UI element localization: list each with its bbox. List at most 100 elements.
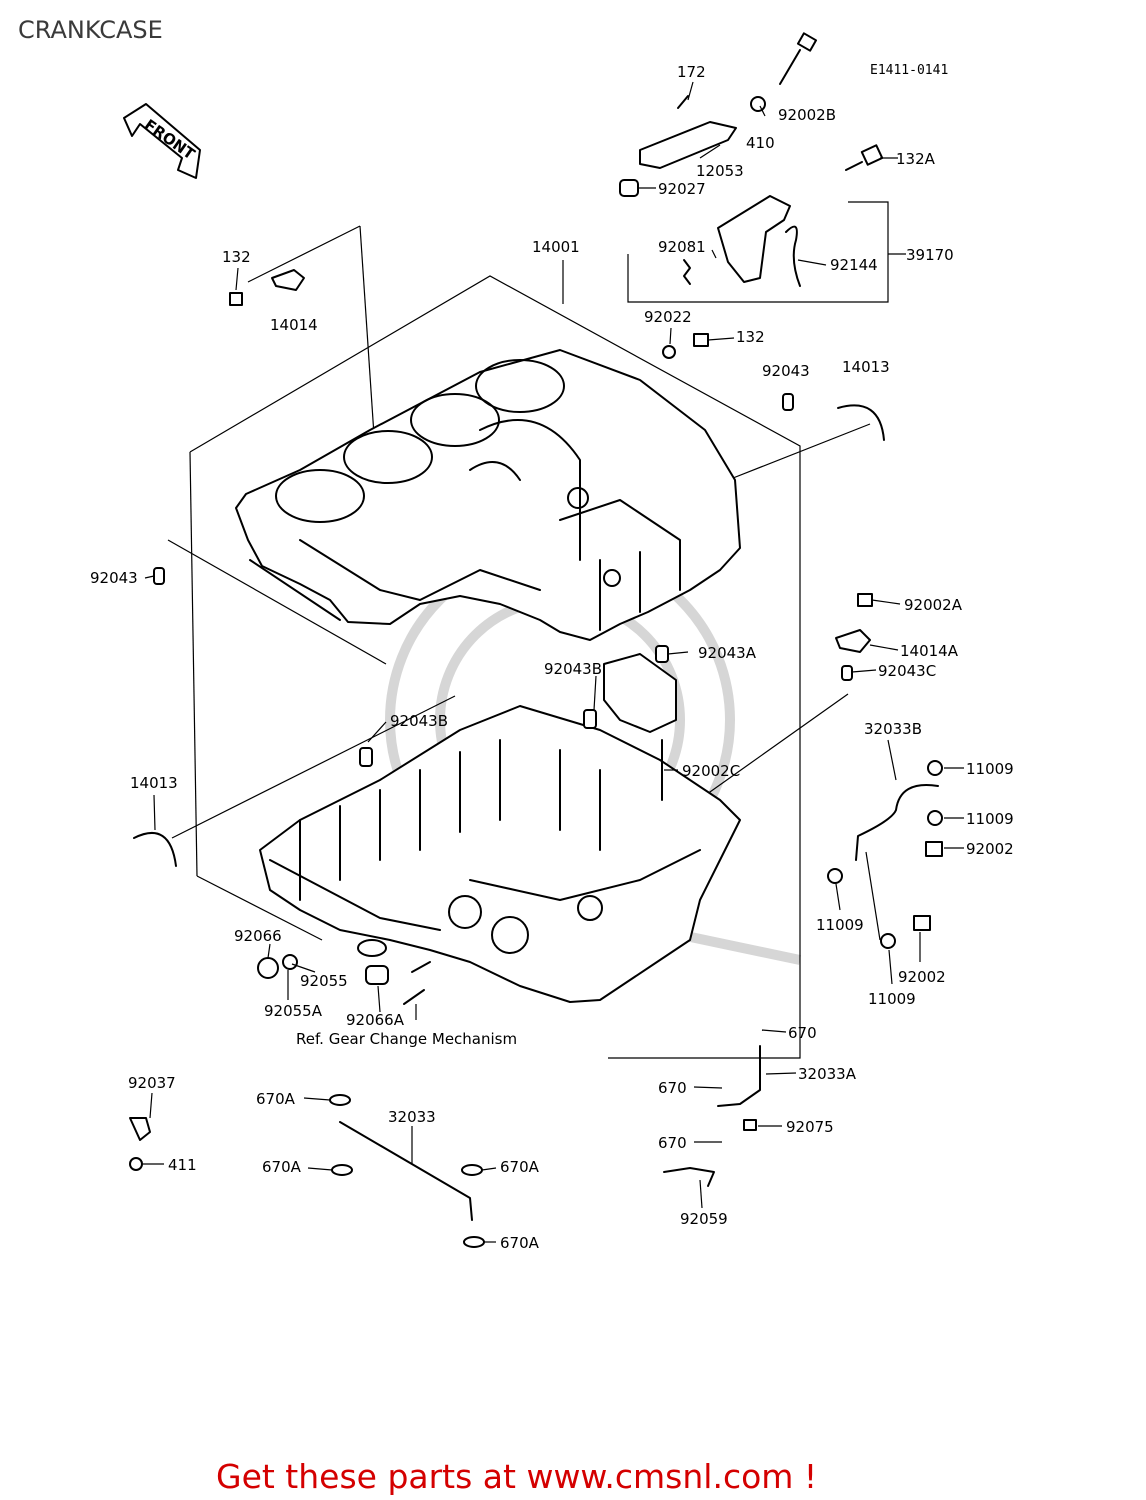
washer-icon [827,868,843,884]
oil-pipe-icon [855,784,939,861]
part-label[interactable]: 11009 [966,810,1014,828]
bearing-cap-icon [603,653,677,733]
part-label[interactable]: 11009 [816,916,864,934]
part-label[interactable]: 92043 [762,362,810,380]
plate-icon [835,629,871,653]
part-label[interactable]: 14014 [270,316,318,334]
plate-icon [271,269,305,291]
part-label[interactable]: 92066 [234,927,282,945]
stopper-assembly-icon [717,195,791,283]
part-label[interactable]: 92037 [128,1074,176,1092]
spring-icon [785,225,801,287]
o-ring-icon [463,1236,485,1248]
washer-icon [927,760,943,776]
part-label[interactable]: 670 [658,1079,687,1097]
part-label[interactable]: 14013 [842,358,890,376]
part-label[interactable]: 92055 [300,972,348,990]
dowel-icon [583,709,597,729]
part-label[interactable]: 92043C [878,662,936,680]
part-label[interactable]: 92022 [644,308,692,326]
diagram-code: E1411-0141 [870,63,948,78]
clamp-icon [129,1117,151,1141]
part-label[interactable]: 132 [222,248,251,266]
spring-icon [683,259,691,285]
dowel-icon [655,645,669,663]
bolt-icon [925,841,943,857]
part-label[interactable]: 92002 [898,968,946,986]
part-label[interactable]: 14014A [900,642,959,660]
part-label[interactable]: 92075 [786,1118,834,1136]
part-label[interactable]: 92055A [264,1002,323,1020]
dowel-icon [359,747,373,767]
assembly-guide-lines [167,225,871,1059]
part-label[interactable]: 92043B [544,660,602,678]
part-label[interactable]: 39170 [906,246,954,264]
part-label[interactable]: 92027 [658,180,706,198]
washer-icon [282,954,298,970]
part-label[interactable]: 670A [500,1234,540,1252]
part-label[interactable]: 11009 [966,760,1014,778]
part-label[interactable]: 92002B [778,106,836,124]
part-label[interactable]: 92043B [390,712,448,730]
pipe-fitting-icon [663,1167,715,1187]
bolt-icon [229,292,243,306]
o-ring-icon [461,1164,483,1176]
page-title: CRANKCASE [18,16,163,44]
part-label[interactable]: 92066A [346,1011,405,1029]
bolt-icon [857,593,873,607]
part-label[interactable]: 14013 [130,774,178,792]
half-ring-icon [133,832,177,867]
part-label[interactable]: 92002 [966,840,1014,858]
stud-icon [411,961,431,973]
part-label[interactable]: 410 [746,134,775,152]
o-ring-icon [331,1164,353,1176]
half-ring-icon [837,404,885,441]
part-label[interactable]: 670A [262,1158,302,1176]
part-label[interactable]: 670A [256,1090,296,1108]
part-label[interactable]: 172 [677,63,706,81]
part-label[interactable]: 92081 [658,238,706,256]
part-label[interactable]: 670 [658,1134,687,1152]
part-label[interactable]: 14001 [532,238,580,256]
part-label[interactable]: 32033B [864,720,922,738]
footer-link[interactable]: Get these parts at www.cmsnl.com ! [216,1457,817,1496]
stud-icon [403,989,425,1005]
part-label[interactable]: 132 [736,328,765,346]
front-arrow-icon: FRONT [123,103,201,179]
washer-icon [129,1157,143,1171]
part-label[interactable]: 92043 [90,569,138,587]
o-ring-icon [357,939,387,957]
ref-note[interactable]: Ref. Gear Change Mechanism [296,1030,517,1048]
part-label[interactable]: 670A [500,1158,540,1176]
oil-pipe-icon [717,1045,761,1107]
part-label[interactable]: 92002A [904,596,963,614]
part-label[interactable]: 12053 [696,162,744,180]
dowel-icon [841,665,853,681]
bolt-icon [779,32,818,85]
part-label[interactable]: 92002C [682,762,740,780]
upper-crankcase-part[interactable] [235,349,741,641]
washer-icon [927,810,943,826]
fitting-icon [743,1119,757,1131]
plug-icon [365,965,389,985]
part-label[interactable]: 670 [788,1024,817,1042]
o-ring-icon [329,1094,351,1106]
part-label[interactable]: 92043A [698,644,757,662]
washer-icon [662,345,676,359]
part-label[interactable]: 32033A [798,1065,857,1083]
part-label[interactable]: 32033 [388,1108,436,1126]
part-label[interactable]: 411 [168,1156,197,1174]
drain-plug-icon [257,957,279,979]
bolt-icon [845,144,884,171]
lower-crankcase-part[interactable] [259,705,741,1003]
part-label[interactable]: 11009 [868,990,916,1008]
oil-pipe-icon [339,1121,473,1221]
collar-icon [619,179,639,197]
part-label[interactable]: 132A [896,150,936,168]
bolt-icon [913,915,931,931]
dowel-icon [153,567,165,585]
part-label[interactable]: 92144 [830,256,878,274]
part-label[interactable]: 92059 [680,1210,728,1228]
